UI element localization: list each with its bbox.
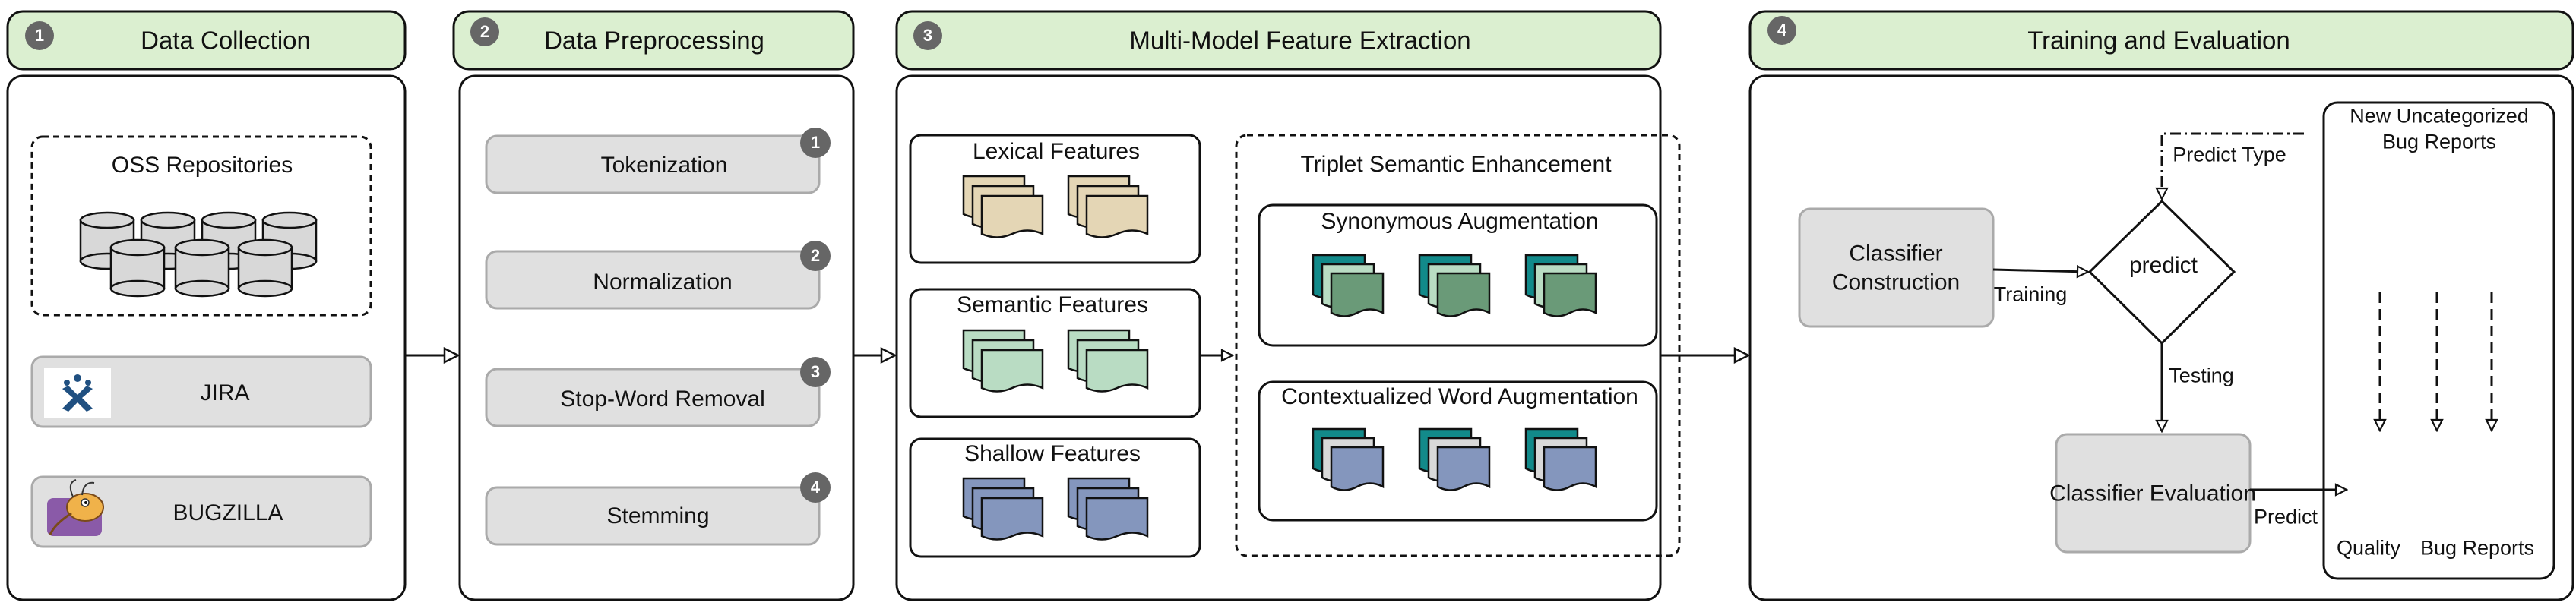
stage-header-3	[895, 10, 1662, 71]
stage-number-3: 3	[913, 21, 942, 50]
step-box-tokenization	[485, 134, 821, 194]
stage-title-3: Multi-Model Feature Extraction	[1129, 26, 1471, 55]
output-bug-reports-label: Bug Reports	[2419, 536, 2535, 560]
predict-decision-label: predict	[2128, 253, 2198, 278]
synonymous-doc-stack-icon	[1418, 254, 1491, 317]
contextualized-doc-stack-icon	[1524, 427, 1597, 491]
edge-training	[1992, 270, 2088, 272]
edge-training-label: Training	[1993, 282, 2068, 306]
contextualized-doc-stack-icon	[1418, 427, 1491, 491]
bugzilla-box	[30, 475, 372, 548]
stage-number-1: 1	[25, 21, 54, 50]
step-stemming-label: Stemming	[606, 503, 710, 528]
synonymous-doc-stack-icon	[1312, 254, 1385, 317]
stage-number-4: 4	[1767, 16, 1796, 45]
semantic-doc-stack-icon	[1067, 329, 1149, 393]
stage-title-2: Data Preprocessing	[544, 26, 764, 55]
edge-testing-label: Testing	[2169, 364, 2234, 387]
output-quality-label: Quality	[2336, 536, 2401, 560]
classifier-construction-box	[1798, 207, 1995, 328]
shallow-features-label: Shallow Features	[964, 441, 1141, 466]
contextualized-doc-stack-icon	[1312, 427, 1385, 491]
step-box-stop-word-removal	[485, 368, 821, 427]
bugzilla-label: BUGZILLA	[172, 500, 283, 525]
jira-logo-icon	[62, 374, 93, 412]
stage-header-1	[6, 10, 407, 71]
classifier-construction-label: Classifier Construction	[1831, 241, 1960, 295]
shallow-doc-stack-icon	[962, 477, 1044, 541]
synonymous-augmentation-label: Synonymous Augmentation	[1321, 209, 1599, 234]
step-badge-3: 3	[800, 357, 831, 387]
step-box-stemming	[485, 486, 821, 546]
step-box-normalization	[485, 250, 821, 310]
step-badge-1: 1	[800, 128, 831, 158]
step-normalization-label: Normalization	[593, 270, 733, 295]
stage-title-4: Training and Evaluation	[2027, 26, 2290, 55]
lexical-doc-stack-icon	[962, 175, 1044, 238]
shallow-doc-stack-icon	[1067, 477, 1149, 541]
edge-predict-type-label: Predict Type	[2173, 143, 2286, 166]
triplet-enhancement-title: Triplet Semantic Enhancement	[1300, 152, 1612, 177]
jira-label: JIRA	[200, 380, 250, 405]
stage-panel-2	[458, 74, 855, 601]
stage-title-1: Data Collection	[141, 26, 311, 55]
jira-box	[30, 355, 372, 428]
stage-header-2	[452, 10, 855, 71]
synonymous-doc-stack-icon	[1524, 254, 1597, 317]
lexical-features-label: Lexical Features	[972, 139, 1141, 164]
stage-header-4	[1748, 10, 2574, 71]
semantic-doc-stack-icon	[962, 329, 1044, 393]
bugzilla-logo-icon	[47, 479, 104, 536]
lexical-doc-stack-icon	[1067, 175, 1149, 238]
stage-panel-1	[6, 74, 407, 601]
semantic-features-label: Semantic Features	[957, 292, 1148, 317]
step-badge-4: 4	[800, 472, 831, 503]
stage-number-2: 2	[470, 17, 499, 46]
oss-repositories-label: OSS Repositories	[111, 153, 293, 178]
step-badge-2: 2	[800, 241, 831, 271]
step-tokenization-label: Tokenization	[600, 153, 728, 178]
triplet-enhancement-box	[1235, 134, 1681, 557]
contextualized-augmentation-label: Contextualized Word Augmentation	[1281, 384, 1638, 409]
classifier-evaluation-label: Classifier Evaluation	[2049, 481, 2256, 506]
classifier-evaluation-box	[2055, 433, 2252, 554]
database-icons	[79, 211, 318, 298]
bug-reports-panel	[2322, 101, 2555, 580]
edge-predict-label: Predict	[2253, 505, 2318, 528]
edge-predict-type	[2162, 132, 2304, 199]
step-stop-word-removal-label: Stop-Word Removal	[560, 386, 765, 412]
uncategorized-bug-reports-label: New Uncategorized Bug Reports	[2350, 104, 2529, 153]
